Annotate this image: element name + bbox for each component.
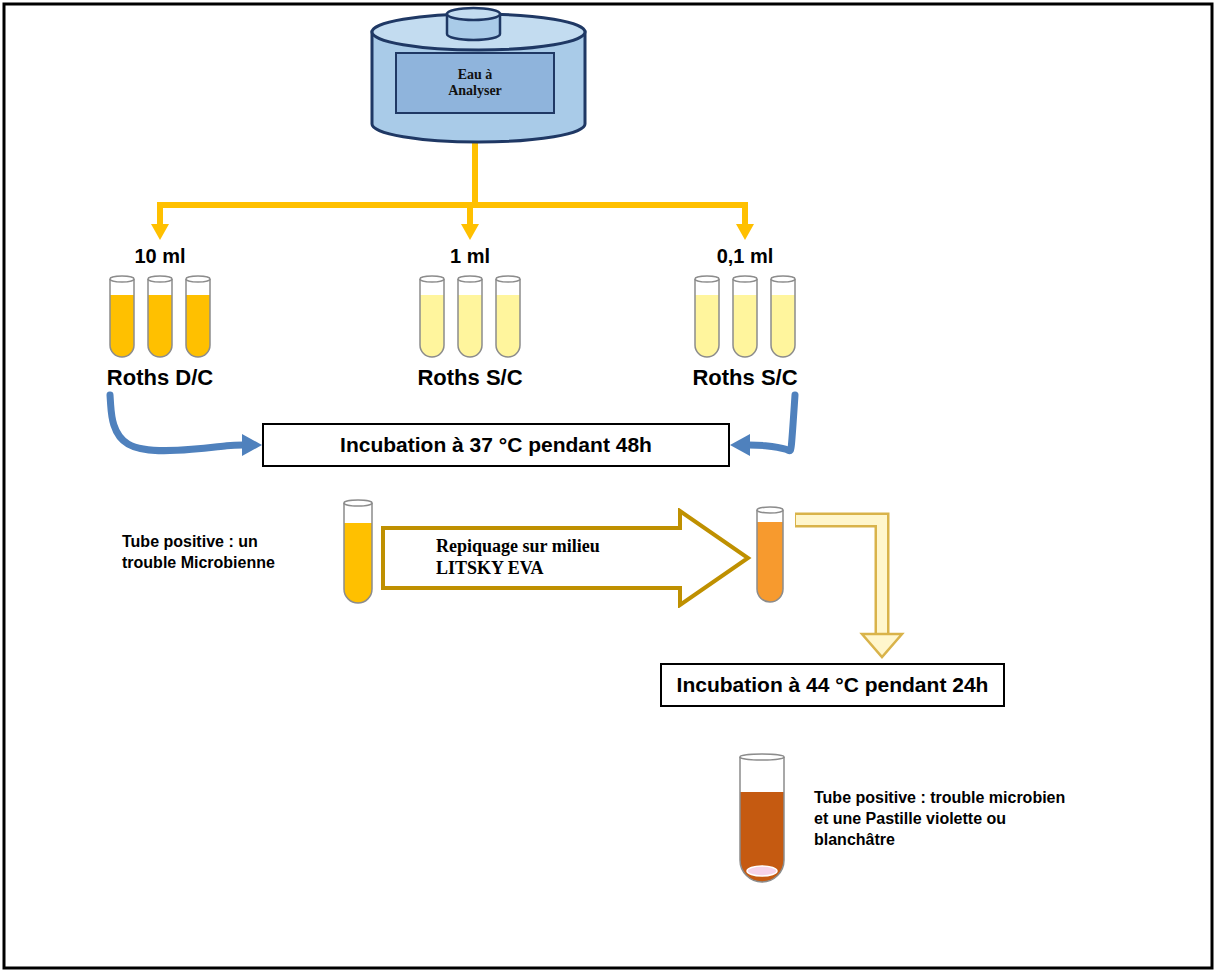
tube-liquid xyxy=(496,295,520,357)
container-neck-top xyxy=(447,8,500,20)
result-note: Tube positive : un trouble Microbienne xyxy=(122,531,312,573)
bent-arrow-outline xyxy=(795,520,882,636)
water-container xyxy=(372,8,585,142)
tube-outline xyxy=(496,279,520,357)
curved-arrow xyxy=(746,395,795,451)
tube-outline xyxy=(740,757,784,882)
arrow-shape: Repiquage sur milieu LITSKY EVA xyxy=(380,508,752,608)
pastille xyxy=(747,866,777,876)
tube-lip xyxy=(344,500,372,506)
tube-group: 0,1 ml Roths S/C xyxy=(675,240,815,392)
result-note: Tube positive : trouble microbien et une… xyxy=(814,787,1074,850)
tube-lip xyxy=(757,507,783,513)
tube-liquid xyxy=(110,295,134,357)
tube-lip xyxy=(771,276,795,282)
volume-label: 10 ml xyxy=(134,244,185,268)
tube-note: Tube positive : un trouble Microbienne xyxy=(122,498,374,606)
tube-lip xyxy=(740,754,784,760)
tube-liquid xyxy=(757,522,783,602)
tube-liquid xyxy=(148,295,172,357)
tube-lip xyxy=(733,276,757,282)
medium-label: Roths D/C xyxy=(107,364,213,392)
tube-lip xyxy=(420,276,444,282)
tube-outline xyxy=(344,503,372,603)
process-box: Incubation à 37 °C pendant 48h xyxy=(262,423,730,467)
tube-lip xyxy=(695,276,719,282)
tube-lip xyxy=(186,276,210,282)
tube-lip xyxy=(110,276,134,282)
tube-liquid xyxy=(186,295,210,357)
tube-outline xyxy=(458,279,482,357)
tube-note: Tube positive : trouble microbien et une… xyxy=(738,752,1074,885)
incubation-text: Incubation à 37 °C pendant 48h xyxy=(276,432,716,458)
tube-outline xyxy=(771,279,795,357)
arrow-text-holder: Repiquage sur milieu LITSKY EVA xyxy=(436,530,651,586)
tube-liquid xyxy=(695,295,719,357)
tube-liquid xyxy=(740,792,784,882)
container-label: Eau à Analyser xyxy=(395,52,555,114)
tube-group: 10 ml Roths D/C xyxy=(90,240,230,392)
process-box: Incubation à 44 °C pendant 24h xyxy=(660,663,1005,707)
tube-rack xyxy=(104,274,216,360)
tube-liquid xyxy=(733,295,757,357)
tube-liquid xyxy=(420,295,444,357)
medium-label: Roths S/C xyxy=(692,364,797,392)
tube-rack xyxy=(414,274,526,360)
tube-group: 1 ml Roths S/C xyxy=(400,240,540,392)
bent-arrow-head xyxy=(862,634,902,657)
arrow-shape-outline xyxy=(383,511,748,605)
arrow-outline xyxy=(380,508,752,608)
tube-rack xyxy=(689,274,801,360)
volume-label: 0,1 ml xyxy=(717,244,774,268)
tube-outline xyxy=(110,279,134,357)
tube-outline xyxy=(695,279,719,357)
medium-label: Roths S/C xyxy=(417,364,522,392)
incubation-text: Incubation à 44 °C pendant 24h xyxy=(674,672,991,698)
tube-outline xyxy=(420,279,444,357)
volume-label: 1 ml xyxy=(450,244,490,268)
tube-lip xyxy=(458,276,482,282)
tube-liquid xyxy=(771,295,795,357)
tube-outline xyxy=(186,279,210,357)
tube-outline xyxy=(733,279,757,357)
frame-border xyxy=(4,4,1212,968)
bent-arrow-fill xyxy=(796,520,882,638)
container-label-text: Eau à Analyser xyxy=(435,67,515,99)
test-tube xyxy=(738,752,786,885)
curved-arrow xyxy=(110,395,246,451)
tube-outline xyxy=(148,279,172,357)
litsky-tube xyxy=(757,507,783,602)
tube-lip xyxy=(148,276,172,282)
tube-liquid xyxy=(458,295,482,357)
arrow-text: Repiquage sur milieu LITSKY EVA xyxy=(436,536,651,579)
test-tube xyxy=(342,498,374,606)
bent-arrow xyxy=(795,520,902,657)
tube-outline xyxy=(757,510,783,602)
tube-lip xyxy=(496,276,520,282)
tube-liquid xyxy=(344,523,372,603)
